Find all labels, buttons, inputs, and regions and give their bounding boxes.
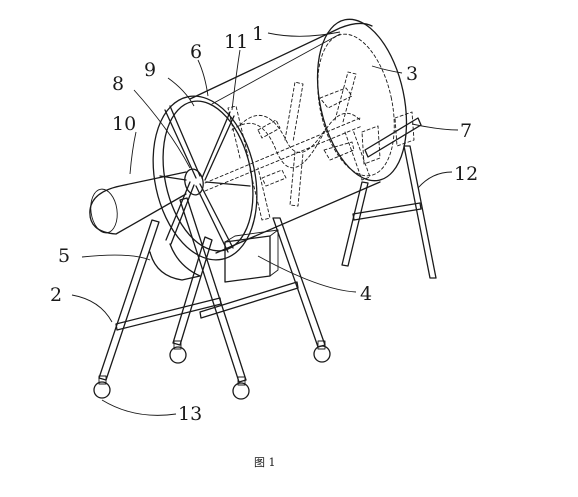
caster-wheels <box>93 340 331 400</box>
label-3: 3 <box>406 63 418 85</box>
drum-body <box>189 18 408 254</box>
label-6: 6 <box>190 41 202 63</box>
stirring-shaft <box>204 71 371 221</box>
label-1: 1 <box>252 23 264 45</box>
caster-front-right <box>232 376 250 400</box>
collect-tray <box>149 243 201 281</box>
label-2: 2 <box>50 284 62 306</box>
label-9: 9 <box>144 59 156 81</box>
reference-labels: 1 3 7 12 4 5 2 13 6 11 9 8 10 <box>50 23 478 425</box>
figure-caption: 图 1 <box>254 456 276 469</box>
label-8: 8 <box>112 73 124 95</box>
label-12: 12 <box>454 163 478 185</box>
caster-back-left <box>169 340 187 364</box>
rear-stand <box>341 117 437 279</box>
label-4: 4 <box>360 283 372 305</box>
label-7: 7 <box>460 120 472 142</box>
rear-bearing <box>361 111 415 165</box>
label-13: 13 <box>178 403 202 425</box>
leader-lines <box>71 31 459 416</box>
drum-rear-cap <box>316 18 408 182</box>
label-10: 10 <box>112 113 136 135</box>
front-stand-back-legs <box>172 217 326 348</box>
caster-back-right <box>313 340 331 363</box>
label-11: 11 <box>224 31 248 53</box>
caster-front-left <box>93 375 111 399</box>
label-5: 5 <box>58 245 70 267</box>
feed-funnel <box>89 171 187 235</box>
drive-box <box>224 229 279 283</box>
